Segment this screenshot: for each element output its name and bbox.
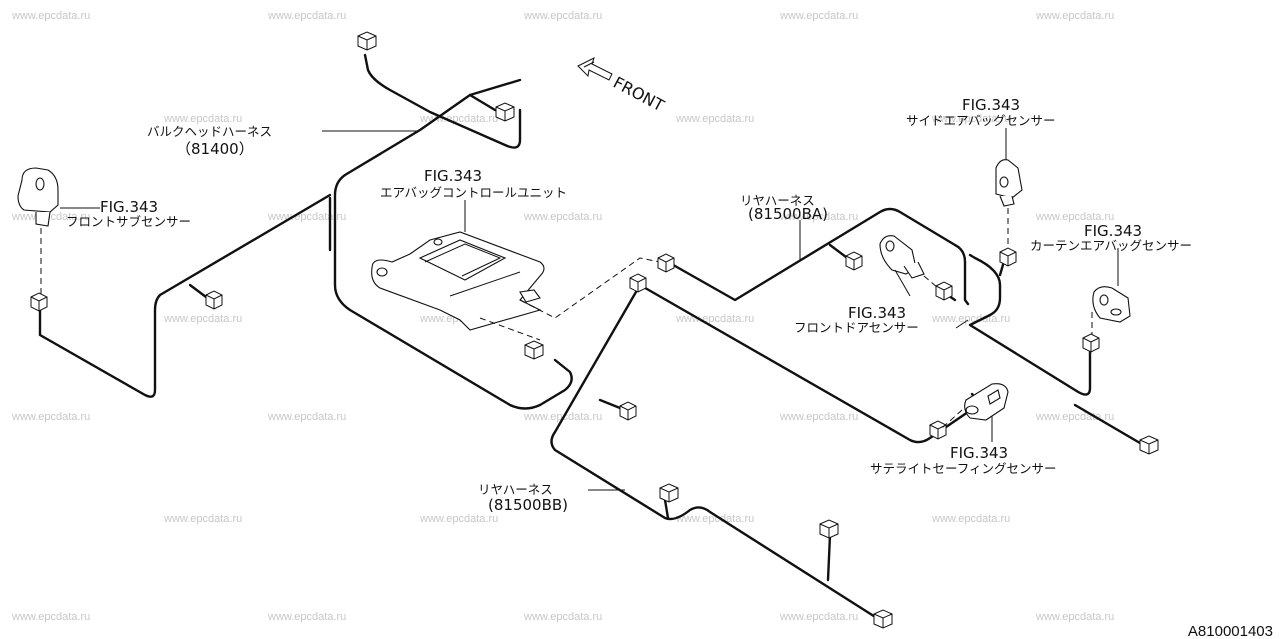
connector: [495, 102, 515, 122]
connector: [1082, 333, 1100, 353]
satellite-safing-sensor-label: サテライトセーフィングセンサー: [870, 461, 1057, 476]
rear-harness-b: [550, 283, 882, 622]
side-airbag-sensor-label: サイドエアバッグセンサー: [906, 113, 1056, 128]
rear-harness-a-part-no: (81500BA): [748, 205, 828, 223]
watermark-text: www.epcdata.ru: [267, 411, 346, 423]
connector: [659, 483, 679, 503]
watermark-text: www.epcdata.ru: [163, 513, 242, 525]
connector: [819, 519, 839, 539]
curtain-airbag-sensor-label: カーテンエアバッグセンサー: [1030, 238, 1192, 253]
bulkhead-harness: [38, 53, 573, 410]
watermark-text: www.epcdata.ru: [1035, 211, 1114, 223]
front-sub-sensor-fig: FIG.343: [100, 198, 158, 216]
front-door-sensor: [879, 235, 925, 279]
front-label: FRONT: [610, 73, 667, 116]
watermark-text: www.epcdata.ru: [419, 513, 498, 525]
watermark-text: www.epcdata.ru: [11, 211, 90, 223]
connector: [935, 281, 953, 301]
bulkhead-connectors: [30, 31, 544, 360]
watermark-text: www.epcdata.ru: [11, 611, 90, 623]
watermark-text: www.epcdata.ru: [931, 313, 1010, 325]
rear-harness-b-part-no: (81500BB): [488, 496, 568, 514]
watermark-text: www.epcdata.ru: [779, 211, 858, 223]
connector: [657, 253, 675, 273]
watermark-text: www.epcdata.ru: [931, 113, 1010, 125]
watermark-text: www.epcdata.ru: [1035, 411, 1114, 423]
connector: [357, 31, 377, 51]
connector: [205, 290, 223, 310]
connector: [873, 609, 893, 629]
watermark-layer: www.epcdata.ru www.epcdata.ru www.epcdata.…: [11, 10, 1114, 623]
watermark-text: www.epcdata.ru: [779, 411, 858, 423]
watermark-text: www.epcdata.ru: [163, 313, 242, 325]
curtain-airbag-sensor-fig: FIG.343: [1084, 222, 1142, 240]
watermark-text: www.epcdata.ru: [267, 611, 346, 623]
front-direction-arrow: FRONT: [577, 57, 668, 116]
side-airbag-sensor-fig: FIG.343: [962, 96, 1020, 114]
front-door-sensor-fig: FIG.343: [848, 304, 906, 322]
watermark-text: www.epcdata.ru: [779, 10, 858, 22]
watermark-text: www.epcdata.ru: [1035, 10, 1114, 22]
connector: [30, 292, 48, 312]
watermark-text: www.epcdata.ru: [675, 513, 754, 525]
drawing-code: A810001403: [1188, 623, 1273, 639]
watermark-text: www.epcdata.ru: [267, 10, 346, 22]
satellite-safing-sensor: [964, 383, 1009, 421]
watermark-text: www.epcdata.ru: [523, 611, 602, 623]
watermark-text: www.epcdata.ru: [675, 113, 754, 125]
watermark-text: www.epcdata.ru: [779, 611, 858, 623]
airbag-control-unit: [371, 231, 545, 331]
watermark-text: www.epcdata.ru: [523, 211, 602, 223]
watermark-text: www.epcdata.ru: [931, 513, 1010, 525]
airbag-control-unit-label: エアバッグコントロールユニット: [380, 185, 567, 200]
bulkhead-harness-part-no: （81400）: [176, 140, 254, 158]
connector: [629, 273, 647, 293]
rear-harness-b-label: リヤハーネス: [478, 482, 553, 497]
watermark-text: www.epcdata.ru: [11, 411, 90, 423]
side-airbag-sensor: [995, 159, 1023, 207]
curtain-airbag-sensor: [1092, 286, 1131, 323]
front-sub-sensor-label: フロントサブセンサー: [66, 214, 191, 229]
connector: [999, 247, 1017, 267]
connector: [619, 401, 637, 421]
watermark-text: www.epcdata.ru: [523, 10, 602, 22]
satellite-safing-sensor-fig: FIG.343: [950, 444, 1008, 462]
bulkhead-harness-label: バルクヘッドハーネス: [147, 124, 272, 139]
connector: [1139, 435, 1159, 455]
connector: [845, 251, 863, 271]
connector: [929, 420, 947, 440]
watermark-text: www.epcdata.ru: [675, 313, 754, 325]
rear-harness-a-label: リヤハーネス: [740, 193, 815, 208]
watermark-text: www.epcdata.ru: [11, 10, 90, 22]
rear-connectors: [619, 247, 1159, 629]
airbag-control-unit-fig: FIG.343: [424, 167, 482, 185]
watermark-text: www.epcdata.ru: [163, 113, 242, 125]
watermark-text: www.epcdata.ru: [1035, 611, 1114, 623]
front-sub-sensor: [17, 167, 59, 227]
front-door-sensor-label: フロントドアセンサー: [794, 320, 919, 335]
connector: [524, 340, 544, 360]
